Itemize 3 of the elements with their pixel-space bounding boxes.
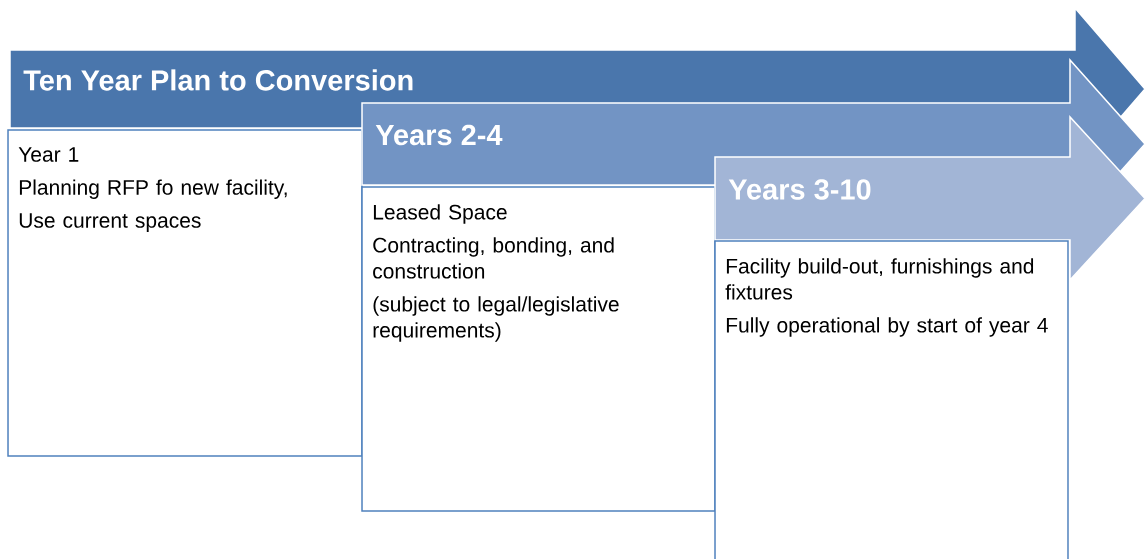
text-box: Year 1 Planning RFP fo new facility, Use current spaces: [7, 129, 363, 457]
text-box: Facility build-out, furnishings and fixtures Fully operational by start of year 4: [714, 240, 1069, 559]
text-box: Leased Space Contracting, bonding, and construction (subject to legal/legislative requirements): [361, 186, 716, 512]
